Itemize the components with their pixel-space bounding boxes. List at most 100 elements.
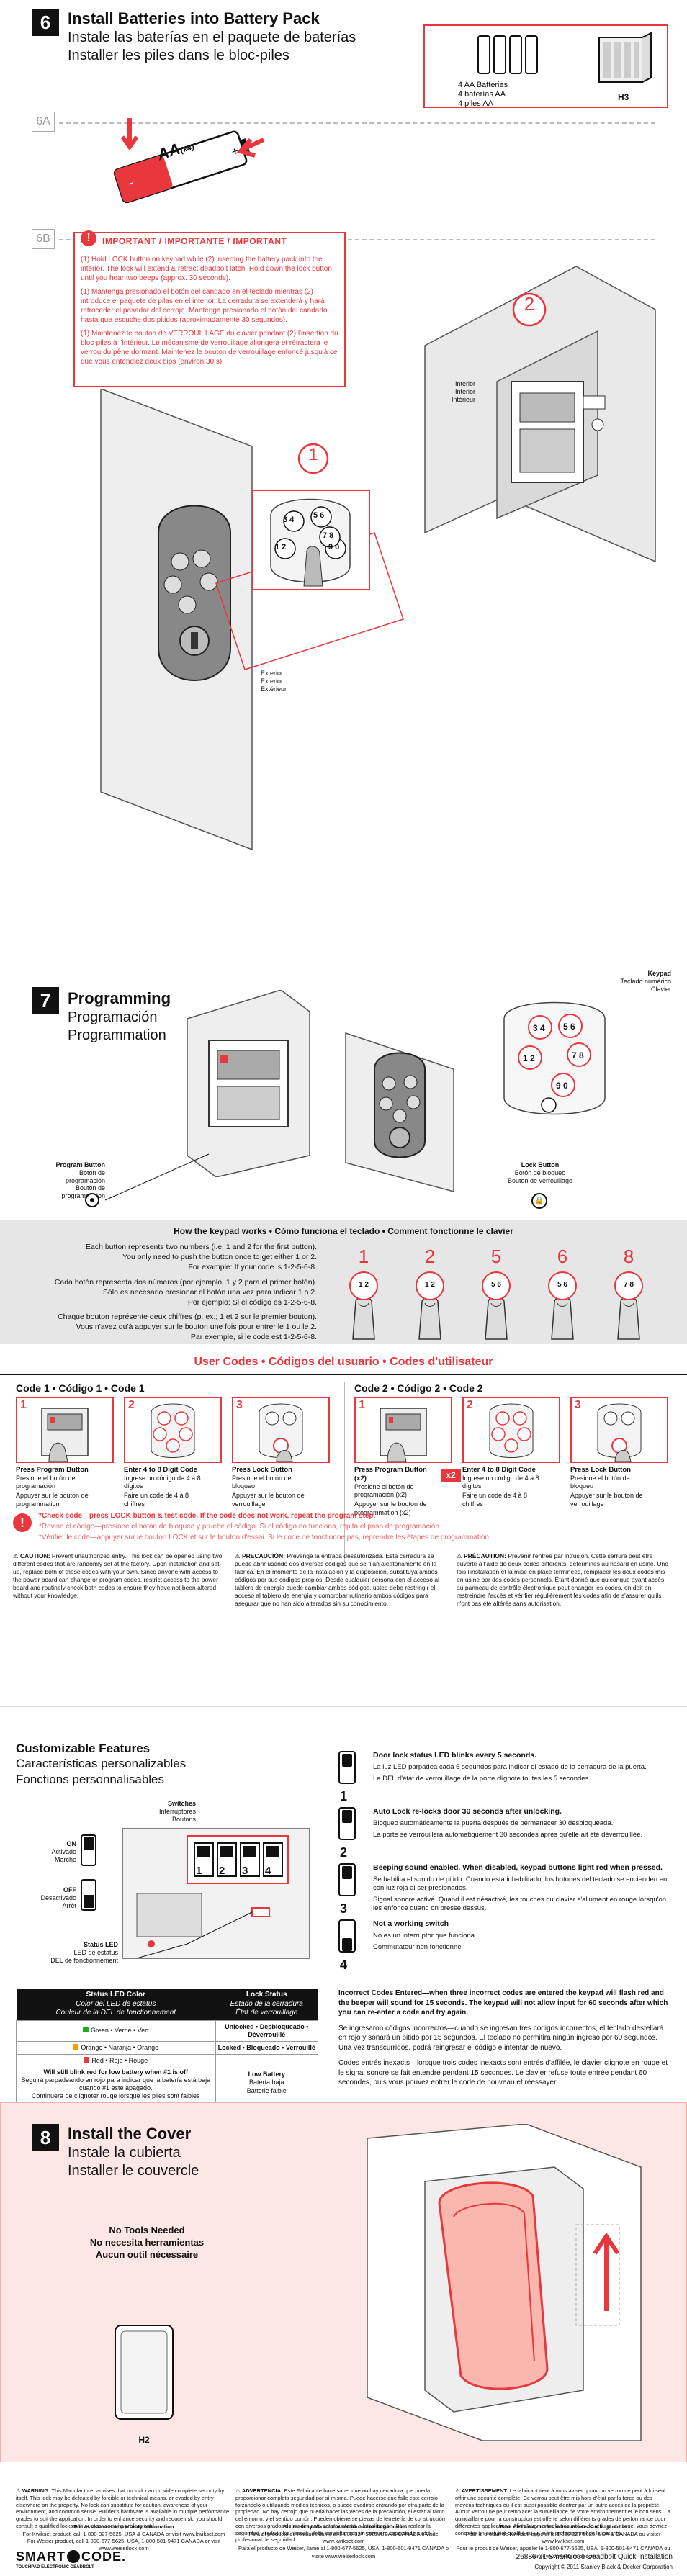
alert-icon: ! xyxy=(81,230,96,246)
digit-value: 5 xyxy=(490,1246,502,1267)
support-es: Si desea ayuda o información sobre la ga… xyxy=(238,2523,449,2559)
user-codes-section: User Codes • Códigos del usuario • Codes… xyxy=(0,1354,687,1692)
features-section: Customizable Features Características pe… xyxy=(0,1706,687,2112)
keypad-callout-box: 3 4 5 6 7 8 1 2 9 0 xyxy=(252,490,370,590)
digit-value: 2 xyxy=(424,1246,436,1267)
h3-label: H3 xyxy=(618,92,629,102)
step8-title-en: Install the Cover xyxy=(68,2125,192,2143)
switch-num-2: 2 xyxy=(219,1865,225,1877)
step7-section: 7 Programming Programación Programmation… xyxy=(0,968,687,1350)
battery-count-labels: 4 AA Batteries 4 baterías AA 4 piles AA xyxy=(458,81,508,109)
keypad-works-panel: How the keypad works • Cómo funciona el … xyxy=(0,1220,687,1344)
support-en: For assistance or warranty information F… xyxy=(22,2523,225,2552)
step-illustration: 3 xyxy=(570,1397,668,1463)
key-34: 3 4 xyxy=(283,515,295,524)
important-box: ! IMPORTANT / IMPORTANTE / IMPORTANT (1)… xyxy=(73,230,346,387)
digit-value: 6 xyxy=(557,1246,568,1267)
keypad-key-56: 5 6 xyxy=(563,1022,575,1032)
step7-title-fr: Programmation xyxy=(68,1027,166,1043)
warning-es: ⚠ ADVERTENCIA: Este Fabricante hace sabe… xyxy=(235,2487,446,2544)
step-illustration: 3 xyxy=(232,1397,330,1463)
x2-badge: x2 xyxy=(441,1469,461,1482)
keypad-button-icon: 5 6 xyxy=(548,1271,577,1300)
step8-number: 8 xyxy=(32,2124,59,2151)
important-es: (1) Mantenga presionado el botón del can… xyxy=(81,288,328,324)
step8-title-fr: Installer le couvercle xyxy=(68,2162,199,2179)
keypad-button-icon: 1 2 xyxy=(416,1271,444,1300)
door-interior-illustration xyxy=(424,266,656,563)
step-illustration: 1 xyxy=(16,1397,114,1463)
step8-section: 8 Install the Cover Instale la cubierta … xyxy=(0,2102,687,2462)
lock-press-icon xyxy=(597,1403,642,1462)
interior-labels: Interior Interior Intérieur xyxy=(451,380,475,403)
code2-title: Code 2 • Código 2 • Code 2 xyxy=(354,1382,483,1394)
battery-insert-illustration: - + xyxy=(113,118,265,204)
keypad-button-icon: 5 6 xyxy=(482,1271,511,1300)
important-heading: IMPORTANT / IMPORTANTE / IMPORTANT xyxy=(102,236,287,246)
keypad-button-icon: 1 2 xyxy=(349,1271,378,1300)
status-col-header: Status LED Color xyxy=(86,1991,145,1999)
step-illustration: 1 xyxy=(354,1397,452,1463)
keypad-zoom-icon xyxy=(270,498,351,587)
no-tools-note: No Tools Needed No necesita herramientas… xyxy=(89,2225,205,2260)
label-6a: 6A xyxy=(32,112,55,132)
door-exterior-illustration xyxy=(100,389,404,850)
lock-icon: 🔒 xyxy=(531,1193,547,1209)
key-90: 9 0 xyxy=(328,543,340,551)
keypad-entry-icon xyxy=(489,1403,534,1458)
switch-panel-illustration xyxy=(122,1828,310,1959)
step8-title-es: Instale la cubierta xyxy=(68,2144,181,2161)
logo-badge-icon xyxy=(67,2550,80,2563)
program-button-label: Program Button Botón de programación Bou… xyxy=(55,1161,106,1200)
battery-box: 4 AA Batteries 4 baterías AA 4 piles AA … xyxy=(423,24,668,108)
keypad-entry-icon xyxy=(151,1403,195,1458)
keypad-key-34: 3 4 xyxy=(533,1023,545,1033)
h2-label: H2 xyxy=(138,2435,150,2445)
important-en: (1) Hold LOCK button on keypad while (2)… xyxy=(81,256,332,282)
step6-section: 6 Install Batteries into Battery Pack In… xyxy=(0,0,687,958)
program-panel-icon xyxy=(41,1408,89,1462)
dip-switch-icon xyxy=(338,1807,356,1840)
step6-title-es: Instale las baterías en el paquete de ba… xyxy=(68,29,356,45)
check-code-es: *Revise el código—presione el botón de b… xyxy=(39,1523,441,1531)
digit-value: 8 xyxy=(623,1246,634,1267)
keypad-key-12: 1 2 xyxy=(523,1053,535,1063)
check-code-fr: *Vérifier le code—appuyer sur le bouton … xyxy=(39,1534,491,1541)
interior-unit-illustration xyxy=(187,990,310,1177)
features-title-es: Características personalizables xyxy=(16,1757,187,1771)
doc-number: 26886-01 SmartCode Deadbolt Quick Instal… xyxy=(516,2553,673,2561)
caution-en: ⚠ CAUTION: Prevent unauthorized entry. T… xyxy=(13,1552,223,1600)
key-78: 7 8 xyxy=(323,531,334,540)
lock-col-header: Lock Status xyxy=(246,1991,287,1999)
digit-value: 1 xyxy=(358,1246,369,1267)
step6-title-en: Install Batteries into Battery Pack xyxy=(68,9,320,27)
key-56: 5 6 xyxy=(313,511,325,520)
caution-fr: ⚠ PRÉCAUTION: Prévenir l'entrée par intr… xyxy=(457,1552,668,1608)
switch-on-icon xyxy=(81,1834,96,1866)
step6-title-fr: Installer les piles dans le bloc-piles xyxy=(68,47,289,63)
off-label: OFF Desactivado Arrêt xyxy=(40,1886,76,1909)
on-label: ON Activado Marche xyxy=(51,1840,76,1863)
keypad-works-header: How the keypad works • Cómo funciona el … xyxy=(174,1226,513,1236)
finger-icon xyxy=(485,1297,508,1340)
exterior-labels: Exterior Exterior Extérieur xyxy=(261,670,287,693)
code1-title: Code 1 • Código 1 • Code 1 xyxy=(16,1382,145,1394)
keypad-works-text: Each button represents two numbers (i.e.… xyxy=(54,1243,317,1342)
finger-icon xyxy=(352,1297,375,1340)
check-code-en: *Check code—press LOCK button & test cod… xyxy=(39,1512,376,1520)
program-panel-icon xyxy=(380,1408,427,1462)
